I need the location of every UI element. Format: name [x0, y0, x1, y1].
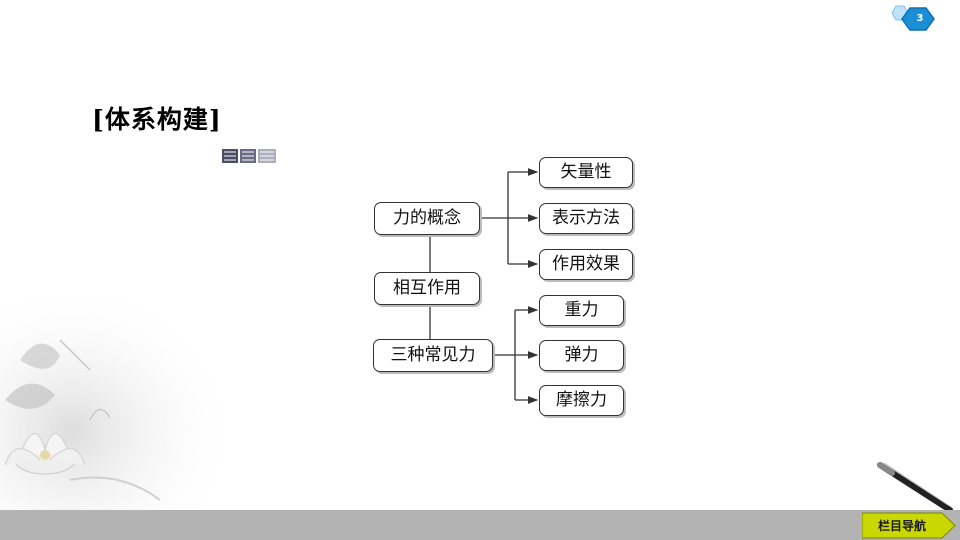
node-action-effect: 作用效果 — [539, 249, 633, 280]
node-three-common-forces: 三种常见力 — [373, 339, 493, 372]
section-navigation-label[interactable]: 栏目导航 — [877, 519, 926, 533]
pen-decoration-image — [877, 462, 953, 513]
node-interaction: 相互作用 — [374, 272, 480, 305]
node-elastic-force: 弹力 — [539, 340, 624, 371]
section-title: [体系构建] — [92, 105, 222, 134]
node-force-concept: 力的概念 — [374, 202, 480, 235]
node-representation-method: 表示方法 — [539, 203, 633, 234]
node-friction: 摩擦力 — [539, 385, 624, 416]
bottom-bar — [0, 510, 960, 540]
decorative-seal-image — [222, 149, 276, 163]
page-number: 3 — [916, 13, 924, 24]
lotus-decoration-image — [0, 300, 240, 520]
section-navigation-button[interactable] — [862, 512, 956, 539]
node-vector-property: 矢量性 — [539, 157, 633, 188]
node-gravity: 重力 — [539, 295, 624, 326]
hexagon-badge-icon — [891, 5, 935, 31]
